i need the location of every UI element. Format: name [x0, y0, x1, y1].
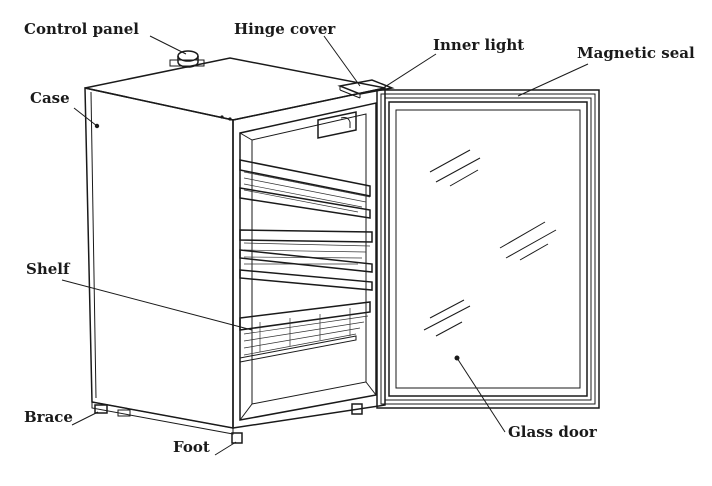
label-control-panel: Control panel [24, 20, 139, 38]
control-panel-knob [169, 50, 205, 68]
label-inner-light: Inner light [433, 36, 524, 54]
cabinet-body [84, 57, 386, 435]
inner-light [317, 111, 357, 139]
hinge-cover [337, 79, 395, 99]
shelf-group [239, 159, 373, 363]
label-shelf: Shelf [26, 260, 71, 278]
label-case: Case [30, 89, 70, 107]
leader-lines [61, 35, 589, 456]
label-glass-door: Glass door [508, 423, 598, 441]
glass-door [376, 89, 600, 409]
label-hinge-cover: Hinge cover [234, 20, 336, 38]
label-magnetic-seal: Magnetic seal [577, 44, 695, 62]
label-foot: Foot [173, 438, 210, 456]
feet [94, 403, 363, 444]
label-brace: Brace [24, 408, 73, 426]
